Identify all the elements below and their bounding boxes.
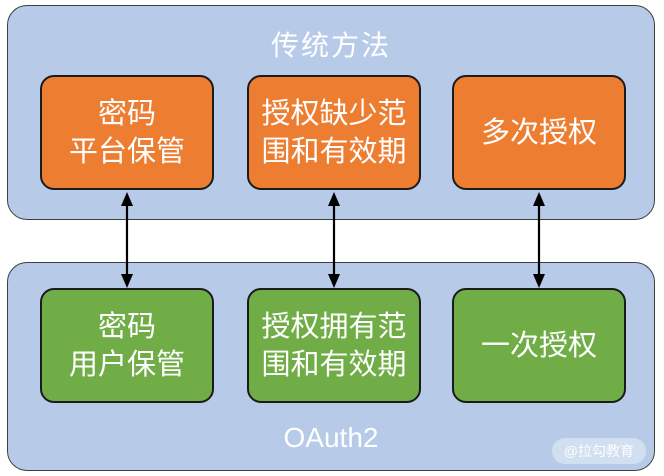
watermark-badge: @拉勾教育 xyxy=(551,438,646,464)
watermark-text: @拉勾教育 xyxy=(563,443,634,459)
oauth2-title: OAuth2 xyxy=(283,422,379,453)
box-auth-has-scope-expiry: 授权拥有范 围和有效期 xyxy=(247,288,421,403)
box-password-platform-kept: 密码 平台保管 xyxy=(40,75,214,190)
box-single-authorization: 一次授权 xyxy=(452,288,626,403)
box-password-user-kept: 密码 用户保管 xyxy=(40,288,214,403)
traditional-methods-title: 传统方法 xyxy=(270,30,391,61)
box-multiple-authorizations: 多次授权 xyxy=(452,75,626,190)
box-auth-lacks-scope-expiry: 授权缺少范 围和有效期 xyxy=(247,75,421,190)
